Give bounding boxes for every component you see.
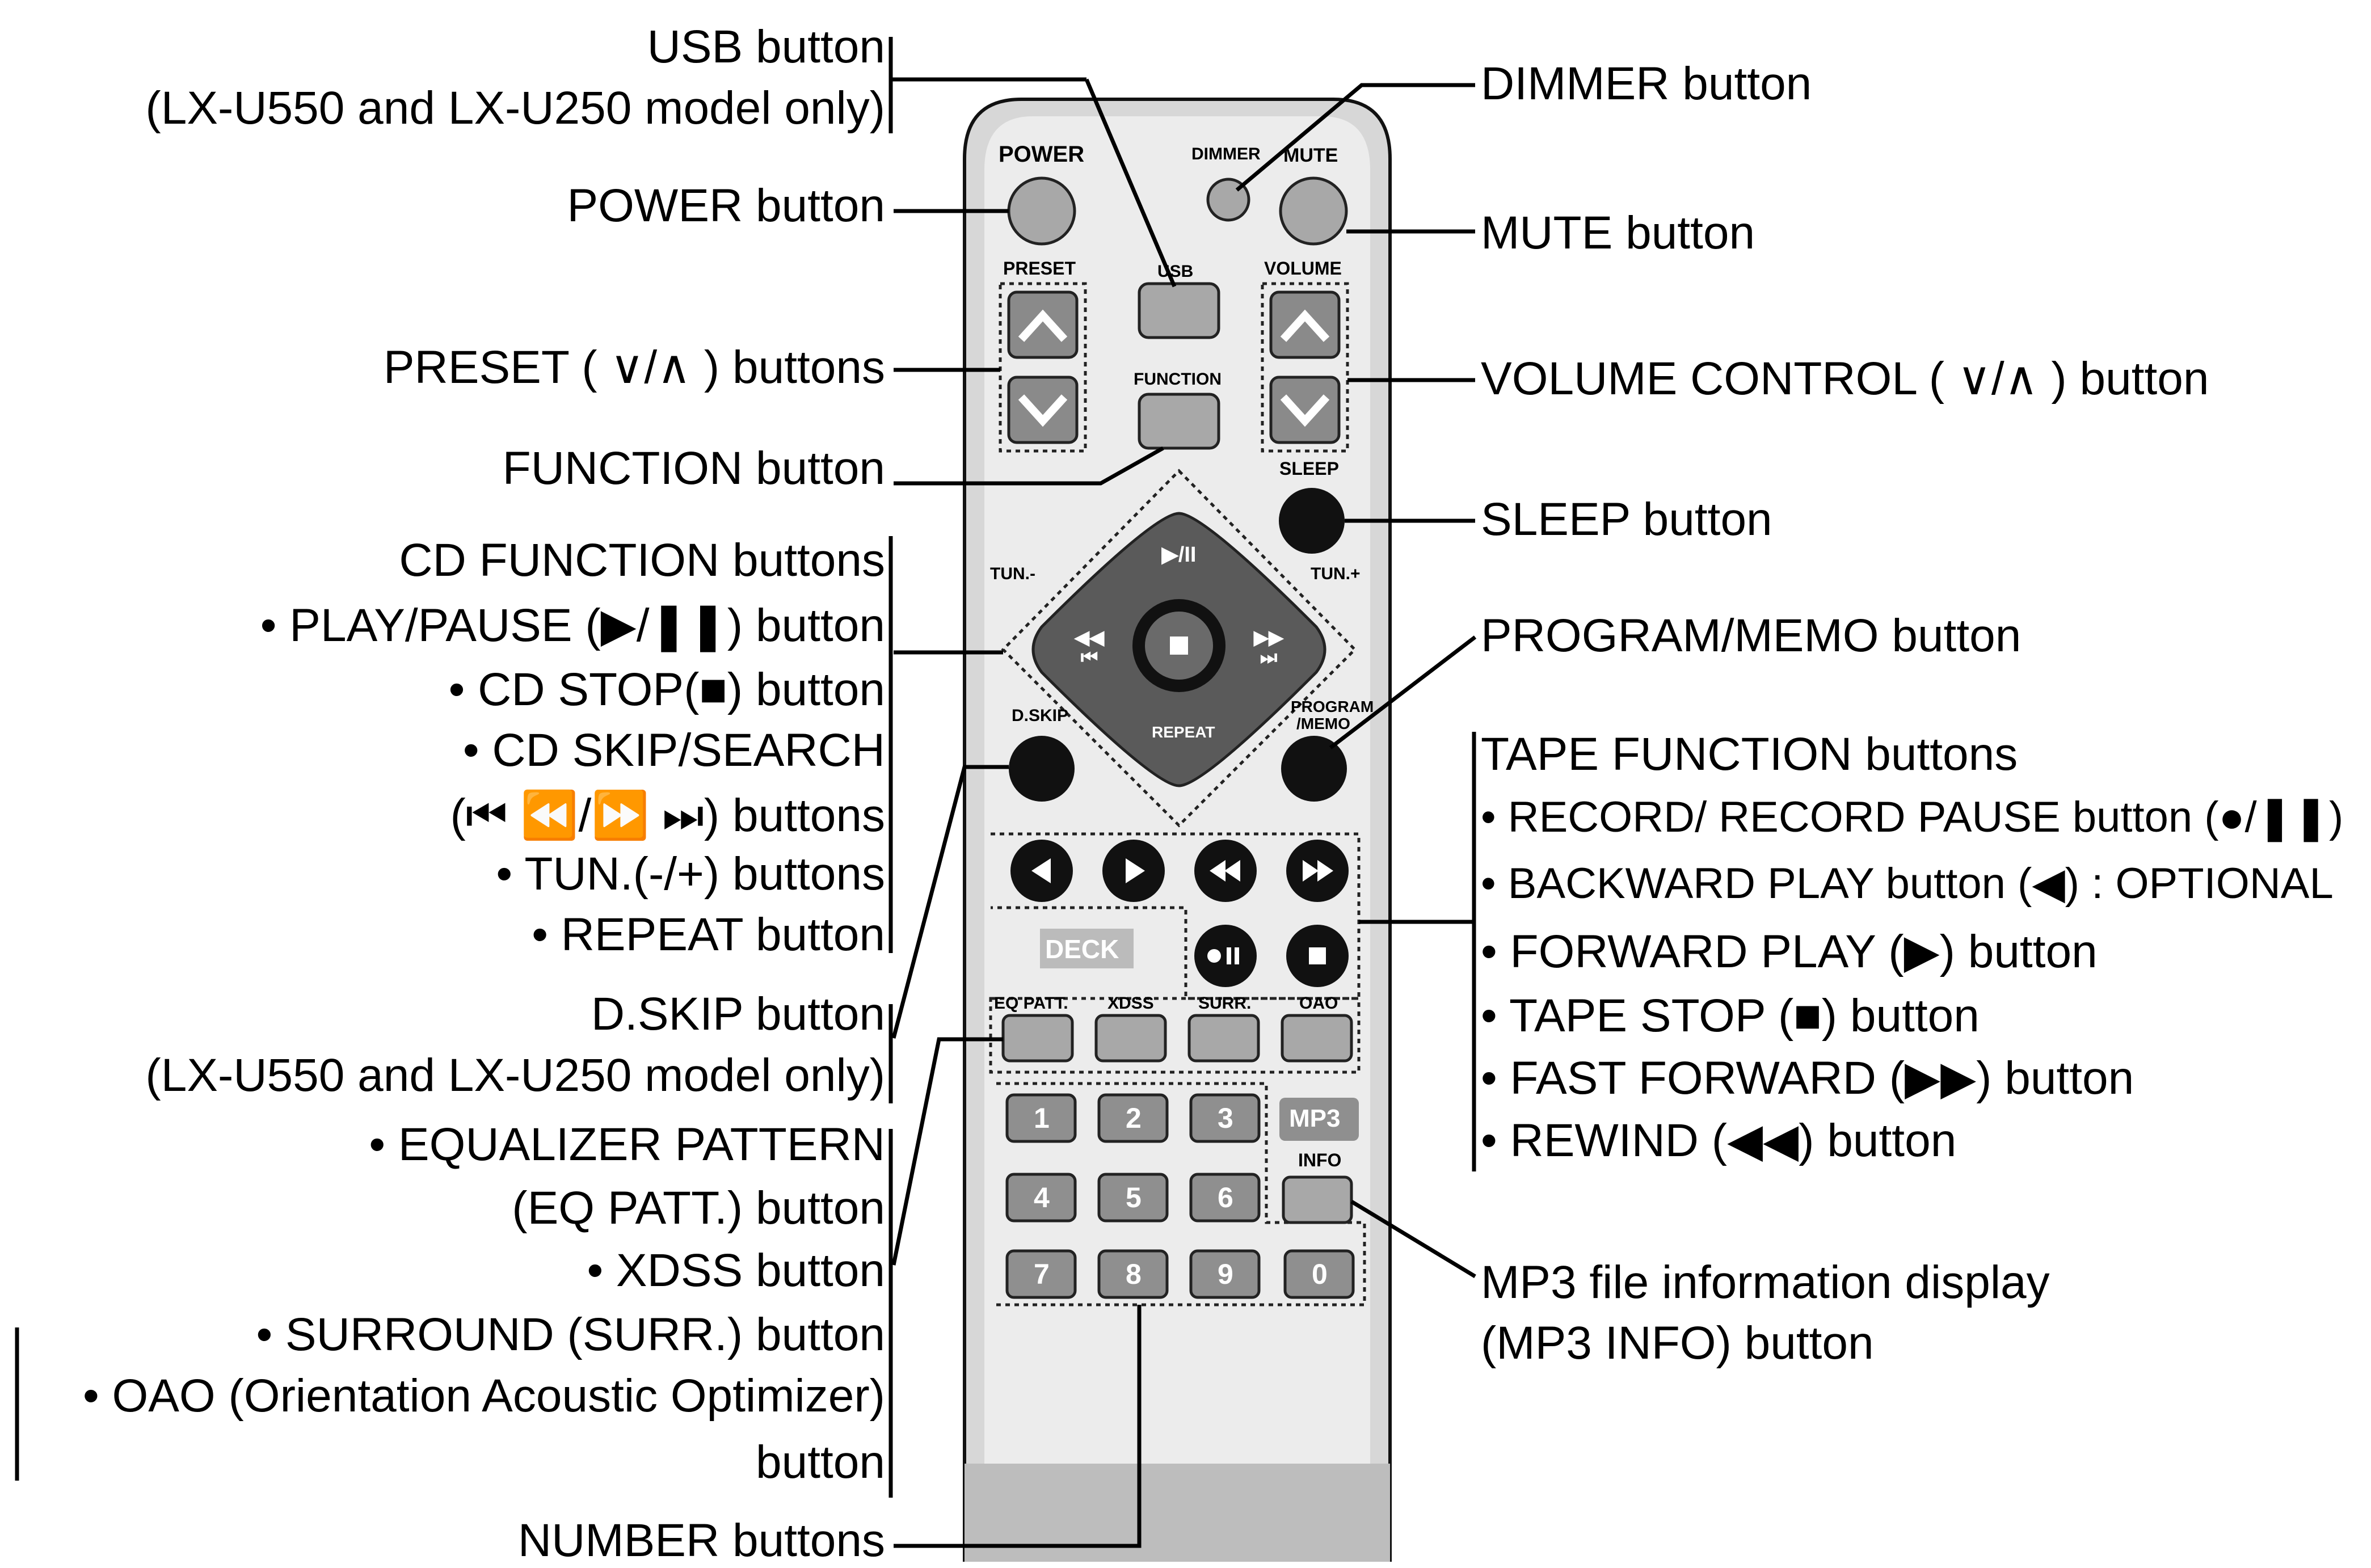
label-eq-patt-2: (EQ PATT.) button	[512, 1182, 885, 1234]
label-tun: • TUN.(-/+) buttons	[496, 848, 885, 900]
label-cd-play-pause: • PLAY/PAUSE (▶/❚❚) button	[260, 600, 885, 651]
label-cd-stop: • CD STOP(■) button	[448, 664, 885, 715]
label-mp3-info-2: (MP3 INFO) button	[1481, 1317, 1874, 1369]
remote-memo-text: /MEMO	[1296, 715, 1350, 732]
digit-4: 4	[1034, 1182, 1050, 1213]
svg-text:▶/II: ▶/II	[1161, 543, 1197, 567]
label-usb-note: (LX-U550 and LX-U250 model only)	[145, 82, 885, 134]
label-eq-patt: • EQUALIZER PATTERN	[369, 1119, 885, 1170]
label-dskip: D.SKIP button	[591, 988, 885, 1040]
label-xdss: • XDSS button	[587, 1245, 885, 1296]
label-repeat: • REPEAT button	[532, 909, 885, 960]
remote-power-text: POWER	[999, 142, 1085, 167]
digit-8: 8	[1126, 1258, 1142, 1290]
mp3-label-shape	[1279, 1098, 1359, 1141]
remote-volume-text: VOLUME	[1264, 258, 1342, 279]
label-volume: VOLUME CONTROL ( ∨/∧ ) button	[1481, 353, 2209, 404]
remote-mp3-text: MP3	[1289, 1105, 1341, 1132]
label-dskip-note: (LX-U550 and LX-U250 model only)	[145, 1049, 885, 1101]
leader-lines	[891, 77, 1477, 1548]
label-function: FUNCTION button	[502, 442, 885, 494]
program-button-shape	[1281, 736, 1347, 802]
remote-info-text: INFO	[1298, 1150, 1342, 1170]
surr-shape	[1187, 1014, 1260, 1063]
digit-3: 3	[1218, 1102, 1233, 1134]
remote-usb-text: USB	[1157, 262, 1194, 281]
label-sleep: SLEEP button	[1481, 494, 1772, 545]
label-tape-function: TAPE FUNCTION buttons	[1481, 728, 2018, 780]
label-preset: PRESET ( ∨/∧ ) buttons	[383, 342, 885, 393]
preset-down-shape	[1007, 376, 1079, 444]
label-cd-skip-symbols: (⏮ ⏪/⏩ ⏭) buttons	[450, 790, 885, 841]
label-dimmer: DIMMER button	[1481, 58, 1812, 109]
sleep-button-shape	[1279, 488, 1345, 554]
label-mute: MUTE button	[1481, 207, 1755, 259]
label-rewind: • REWIND (◀◀) button	[1481, 1115, 1957, 1166]
volume-up-shape	[1269, 290, 1341, 359]
remote-mute-text: MUTE	[1283, 145, 1338, 166]
label-ffwd: • FAST FORWARD (▶▶) button	[1481, 1052, 2134, 1104]
label-number: NUMBER buttons	[517, 1515, 885, 1566]
digit-0: 0	[1312, 1258, 1328, 1290]
preset-up-shape	[1007, 290, 1079, 359]
digit-5: 5	[1126, 1182, 1142, 1213]
svg-text:⏭: ⏭	[1260, 647, 1278, 668]
mute-button-shape	[1279, 176, 1348, 246]
remote-preset-text: PRESET	[1003, 258, 1076, 279]
volume-down-shape	[1269, 376, 1341, 444]
remote-eq-patt-text: EQ PATT.	[994, 994, 1068, 1013]
label-cd-skip: • CD SKIP/SEARCH	[462, 724, 885, 776]
label-backward: • BACKWARD PLAY button (◀) : OPTIONAL	[1481, 859, 2334, 908]
svg-text:◀◀: ◀◀	[1073, 627, 1105, 648]
label-surr: • SURROUND (SURR.) button	[256, 1309, 885, 1360]
function-button-shape	[1138, 393, 1220, 450]
digit-9: 9	[1218, 1258, 1233, 1290]
power-button-shape	[1007, 176, 1076, 246]
tape-record-shape	[1194, 925, 1257, 987]
label-tape-stop: • TAPE STOP (■) button	[1481, 990, 1980, 1042]
number-pad-shapes	[1005, 1093, 1355, 1299]
remote-sleep-text: SLEEP	[1279, 458, 1339, 479]
remote-deck-text: DECK	[1045, 934, 1119, 964]
dskip-button-shape	[1009, 736, 1075, 802]
label-program: PROGRAM/MEMO button	[1481, 610, 2022, 661]
remote-function-text: FUNCTION	[1134, 370, 1222, 389]
remote-oao-text: OAO	[1299, 994, 1338, 1013]
xdss-shape	[1094, 1014, 1167, 1063]
svg-text:▶▶: ▶▶	[1253, 627, 1285, 648]
label-cd-function: CD FUNCTION buttons	[399, 534, 885, 586]
digit-2: 2	[1126, 1102, 1142, 1134]
remote-dskip-text: D.SKIP	[1012, 706, 1069, 725]
remote-dimmer-text: DIMMER	[1191, 145, 1261, 163]
deck-label-shape	[1040, 929, 1134, 968]
oao-shape	[1281, 1014, 1353, 1063]
remote-xdss-text: XDSS	[1107, 994, 1154, 1013]
svg-text:⏮: ⏮	[1081, 647, 1098, 668]
bracket-lines	[15, 37, 1476, 1498]
digit-6: 6	[1218, 1182, 1233, 1213]
remote-tun-plus-text: TUN.+	[1311, 564, 1361, 583]
digit-1: 1	[1034, 1102, 1050, 1134]
label-forward: • FORWARD PLAY (▶) button	[1481, 926, 2098, 977]
remote-repeat-text: REPEAT	[1152, 723, 1215, 741]
label-mp3-info: MP3 file information display	[1481, 1257, 2050, 1308]
usb-button-shape	[1138, 282, 1220, 339]
label-power: POWER button	[567, 180, 885, 231]
remote-surr-text: SURR.	[1198, 994, 1252, 1013]
label-oao: • OAO (Orientation Acoustic Optimizer)	[82, 1370, 885, 1422]
digit-7: 7	[1034, 1258, 1050, 1290]
remote-program-text: PROGRAM	[1291, 698, 1374, 715]
label-usb: USB button	[647, 21, 885, 73]
info-button-shape	[1282, 1175, 1353, 1224]
remote-tun-minus-text: TUN.-	[990, 564, 1035, 583]
label-record: • RECORD/ RECORD PAUSE button (●/❚❚)	[1481, 793, 2344, 841]
eq-patt-shape	[1001, 1014, 1074, 1063]
label-oao-2: button	[756, 1436, 885, 1488]
